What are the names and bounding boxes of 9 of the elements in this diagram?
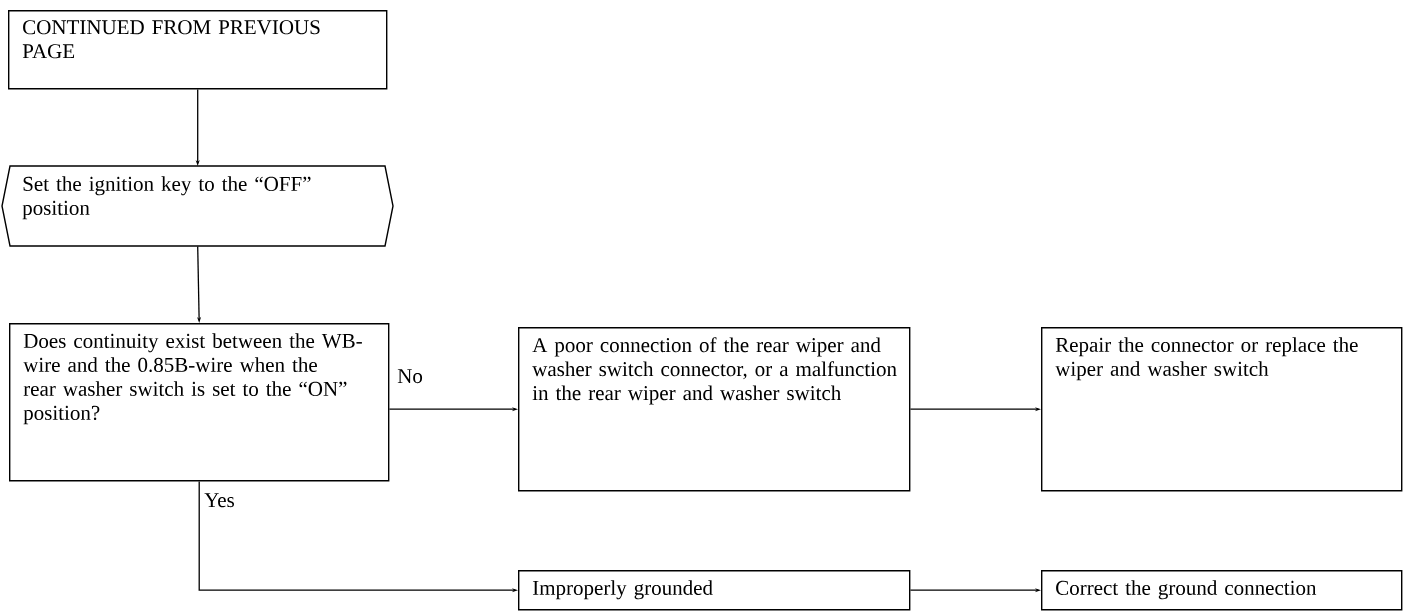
action-box: Repair the connector or replace the wiper and washer switch — [1041, 327, 1403, 492]
start-box: CONTINUED FROM PREVIOUS PAGE — [8, 10, 388, 90]
decision-box: Does continuity exist between the WB-wire and the 0.85B-wire when the rear washer switch is set to the “ON” position? — [9, 323, 390, 482]
edge-label: Yes — [203, 492, 236, 509]
result-box: A poor connection of the rear wiper and washer switch connector, or a malfunction in the rear wiper and washer switch — [518, 327, 911, 492]
edge-label: No — [396, 368, 424, 385]
action-box: Correct the ground connection — [1041, 570, 1403, 611]
result-box: Improperly grounded — [518, 570, 911, 611]
process-box: Set the ignition key to the “OFF” position — [1, 165, 394, 247]
